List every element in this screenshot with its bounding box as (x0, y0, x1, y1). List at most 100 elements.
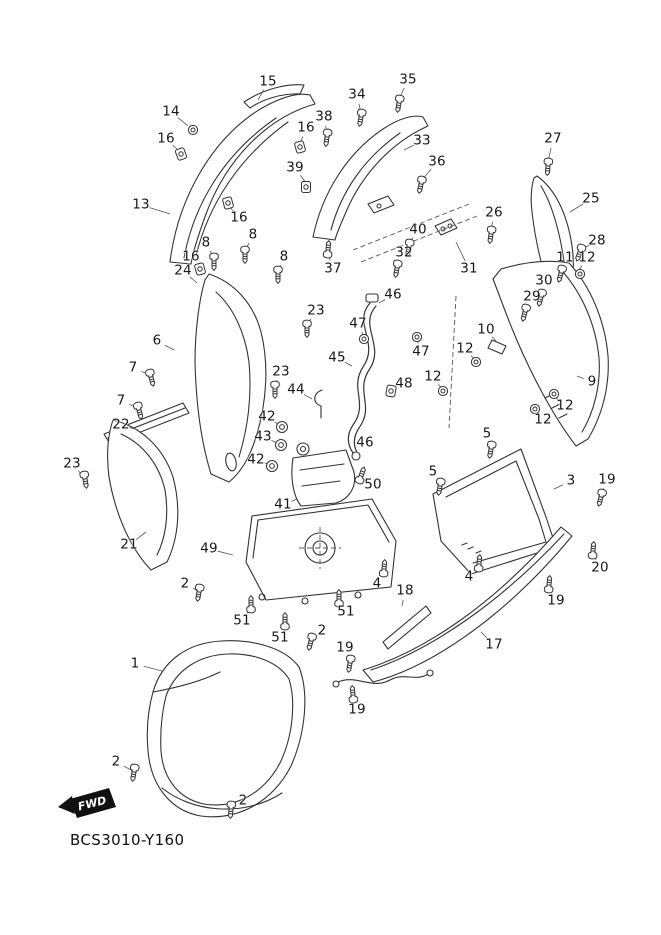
diagram-code: BCS3010-Y160 (70, 831, 185, 849)
nut-icon (574, 268, 586, 280)
clip-icon (193, 262, 207, 276)
part-13-cover-inner (183, 117, 289, 259)
leader-3 (553, 484, 564, 490)
nut-icon (548, 388, 560, 400)
part-33-cover-outline (312, 115, 429, 241)
part-21-panel-outline (107, 419, 179, 571)
nut-icon (470, 356, 482, 368)
screw-icon (343, 653, 357, 674)
leader-22 (129, 427, 139, 431)
part-3-panel-inner (445, 460, 547, 564)
clip-icon (221, 196, 235, 210)
fwd-flag-shape (70, 788, 116, 818)
leader-44 (303, 394, 313, 400)
screw-icon (192, 582, 206, 603)
part-44-hook (314, 389, 323, 419)
screw-icon (144, 367, 158, 388)
part-9-panel-outline (492, 260, 609, 447)
leader-41 (291, 498, 298, 502)
grommet-icon (276, 421, 288, 433)
construction-dashes (299, 203, 478, 569)
part-49-cover-inner (252, 504, 390, 559)
part-33-bracket-hole (376, 203, 382, 209)
part-43-boss-outer (296, 442, 310, 456)
screw-icon (392, 93, 406, 114)
screw-icon (132, 400, 146, 421)
part-33-cover-inner (330, 132, 401, 231)
screw-icon (347, 684, 359, 704)
part-49-foot (258, 593, 266, 601)
screw-icon (321, 128, 333, 148)
part-49-cover-outline (245, 498, 397, 601)
part-21-panel-inner (120, 433, 168, 556)
part-1-cover-inner (160, 653, 294, 806)
clip-icon (301, 181, 311, 193)
part-41-bracket-outline (291, 449, 356, 507)
leader-10 (491, 336, 497, 342)
nut-icon (529, 403, 541, 415)
screw-icon (273, 265, 283, 284)
leader-33 (403, 144, 415, 151)
screw-icon (390, 258, 404, 279)
part-17-strip-outline (362, 526, 573, 683)
screw-icon (78, 469, 92, 490)
screw-icon (572, 242, 588, 263)
leader-46 (378, 299, 386, 304)
part-46-fitting-top (365, 293, 379, 303)
screw-icon (280, 612, 290, 631)
leader-6 (164, 344, 175, 351)
grommet-icon (266, 460, 278, 472)
nut-icon (358, 333, 370, 345)
screw-icon (302, 319, 312, 338)
part-1-cover-outline (146, 640, 306, 818)
grommet-icon (275, 439, 287, 451)
leader-45 (344, 361, 353, 367)
leader-9 (576, 375, 584, 380)
screw-icon (594, 487, 608, 508)
screw-icon (209, 252, 219, 271)
screw-icon (246, 595, 256, 614)
leader-21 (135, 531, 147, 540)
screw-icon (304, 631, 318, 652)
part-24-cover-outline (194, 273, 267, 483)
clip-icon (293, 140, 307, 154)
screw-icon (543, 574, 555, 594)
screw-icon (354, 107, 368, 128)
leader-49 (217, 550, 234, 556)
screw-icon (485, 225, 497, 245)
clip-icon (385, 384, 397, 398)
screw-icon (587, 540, 599, 560)
nut-icon (411, 331, 423, 343)
leader-24 (189, 276, 198, 284)
leader-18 (401, 599, 404, 607)
leader-17 (480, 631, 488, 639)
part-24-slot (225, 452, 237, 472)
screw-icon (402, 237, 416, 258)
part-1-cover-lip (152, 671, 283, 810)
nut-icon (187, 124, 199, 136)
bottom-cable-end (426, 669, 434, 677)
part-18-strip (382, 605, 432, 650)
screw-icon (322, 239, 334, 259)
part-17-strip-inner (370, 533, 565, 671)
part-9-panel-inner (544, 271, 600, 433)
leader-31 (455, 241, 466, 262)
part-49-foot (354, 591, 362, 599)
fwd-indicator: FWD (58, 788, 116, 818)
leader-14 (177, 117, 189, 127)
screw-icon (542, 157, 554, 177)
part-46-fitting-bottom (351, 451, 361, 461)
screw-icon (353, 465, 369, 486)
part-45-hose (347, 302, 371, 454)
part-10-stay (487, 339, 507, 355)
screw-icon (484, 439, 498, 460)
bottom-cable (337, 673, 429, 684)
leader-13 (149, 207, 171, 215)
leader-15 (257, 89, 264, 101)
screw-icon (240, 245, 250, 264)
screw-icon (414, 174, 428, 195)
part-13-cover-outline (169, 93, 316, 265)
nut-icon (437, 385, 449, 397)
